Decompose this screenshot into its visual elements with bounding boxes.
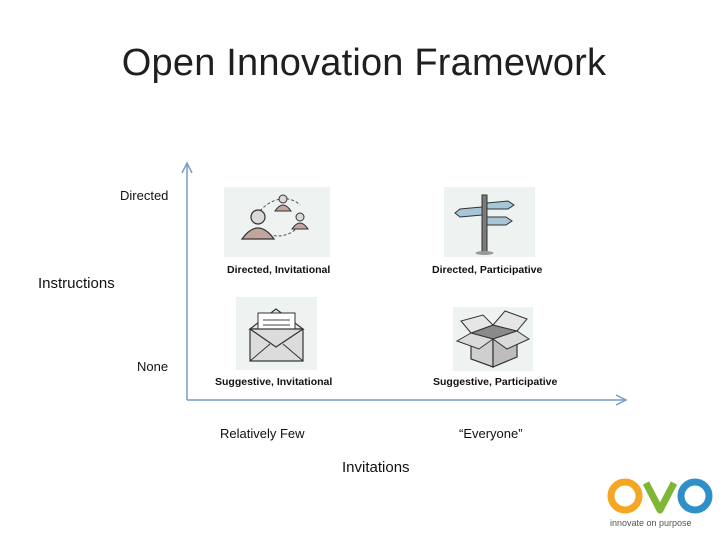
- x-axis-high-label: “Everyone”: [459, 426, 523, 441]
- signpost-icon: [454, 194, 515, 255]
- x-axis-arrowhead: [615, 394, 628, 406]
- envelope-letter-icon: [248, 308, 305, 362]
- ovo-logo: innovate on purpose: [606, 476, 716, 536]
- slide-title: Open Innovation Framework: [121, 42, 607, 84]
- y-axis-high-label: Directed: [120, 188, 169, 203]
- quadrant-top-right-label: Directed, Participative: [432, 264, 543, 276]
- logo-tagline: innovate on purpose: [610, 518, 692, 528]
- quadrant-bottom-right-label: Suggestive, Participative: [433, 376, 558, 388]
- open-box-icon: [455, 310, 531, 368]
- x-axis-low-label: Relatively Few: [220, 426, 305, 441]
- y-axis-arrowhead: [181, 161, 193, 174]
- ovo-logo-mark: [607, 478, 713, 514]
- quadrant-top-left-label: Directed, Invitational: [227, 264, 331, 276]
- people-network-icon: [240, 194, 309, 240]
- y-axis-title: Instructions: [38, 275, 115, 292]
- quadrant-bottom-left-label: Suggestive, Invitational: [215, 376, 333, 388]
- x-axis-title: Invitations: [342, 459, 410, 476]
- quadrant-top-left-illustration: [224, 187, 330, 257]
- quadrant-bottom-left-illustration: [236, 297, 317, 370]
- quadrant-bottom-right-illustration: [453, 307, 533, 371]
- quadrant-top-right-illustration: [444, 187, 535, 257]
- y-axis-low-label: None: [137, 359, 169, 374]
